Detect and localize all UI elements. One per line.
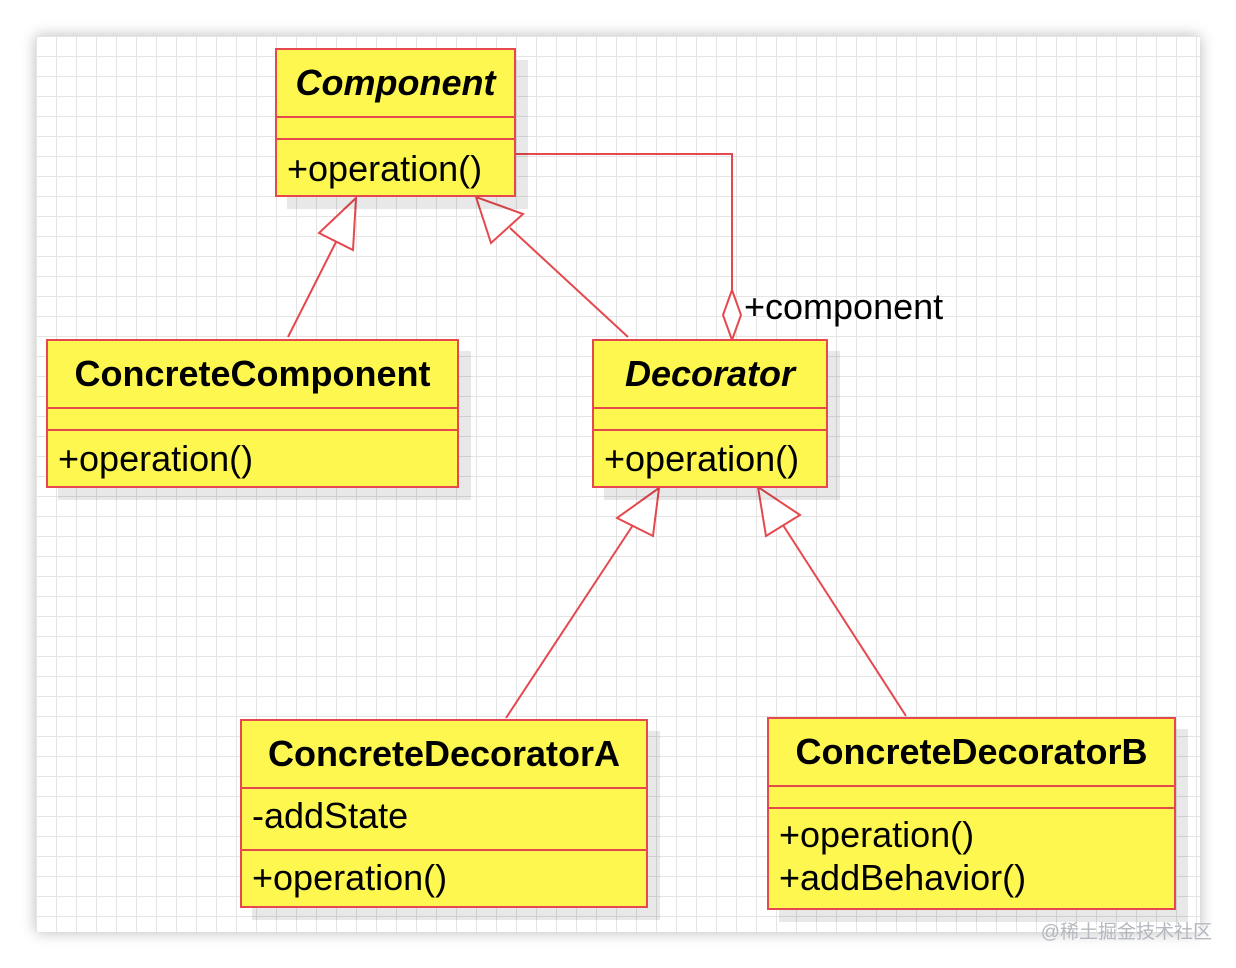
class-decorator[interactable]: Decorator +operation() xyxy=(592,339,828,488)
generalization-concretecomponent-to-component xyxy=(287,241,337,338)
attributes-compartment xyxy=(594,407,826,429)
class-name: ConcreteDecoratorA xyxy=(267,733,621,774)
class-component[interactable]: Component +operation() xyxy=(275,48,516,197)
class-name: ConcreteDecoratorB xyxy=(795,731,1148,772)
class-concretecomponent[interactable]: ConcreteComponent +operation() xyxy=(46,339,459,488)
attributes-compartment: -addState xyxy=(242,787,646,849)
aggregation-role-label: +component xyxy=(744,286,944,327)
operations-compartment: +operation() xyxy=(277,138,514,190)
generalization-arrowhead xyxy=(615,485,661,538)
class-name: Component xyxy=(295,62,496,103)
operation: +operation() xyxy=(779,814,975,855)
class-concretedecoratora[interactable]: ConcreteDecoratorA -addState +operation(… xyxy=(240,719,648,908)
attribute: -addState xyxy=(252,795,409,836)
operation: +operation() xyxy=(252,857,448,898)
generalization-arrowhead xyxy=(474,195,525,245)
class-concretedecoratorb[interactable]: ConcreteDecoratorB +operation() +addBeha… xyxy=(767,717,1176,910)
operations-compartment: +operation() +addBehavior() xyxy=(769,807,1174,899)
class-name: Decorator xyxy=(624,353,796,394)
generalization-arrowhead xyxy=(317,195,358,252)
operation: +operation() xyxy=(287,148,483,189)
class-name: ConcreteComponent xyxy=(74,353,431,394)
generalization-decorator-to-component xyxy=(509,227,629,338)
aggregation-decorator-component xyxy=(514,153,733,290)
aggregation-diamond xyxy=(721,287,743,343)
operations-compartment: +operation() xyxy=(594,429,826,480)
generalization-decoratora-to-decorator xyxy=(505,521,636,719)
generalization-decoratorb-to-decorator xyxy=(780,521,907,717)
operation: +operation() xyxy=(58,438,254,479)
operation: +addBehavior() xyxy=(779,857,1027,898)
attributes-compartment xyxy=(48,407,457,429)
generalization-arrowhead xyxy=(756,484,802,538)
operations-compartment: +operation() xyxy=(242,849,646,899)
operations-compartment: +operation() xyxy=(48,429,457,480)
operation: +operation() xyxy=(604,438,800,479)
attributes-compartment xyxy=(769,785,1174,807)
attributes-compartment xyxy=(277,116,514,138)
watermark: @稀土掘金技术社区 xyxy=(1040,922,1212,943)
